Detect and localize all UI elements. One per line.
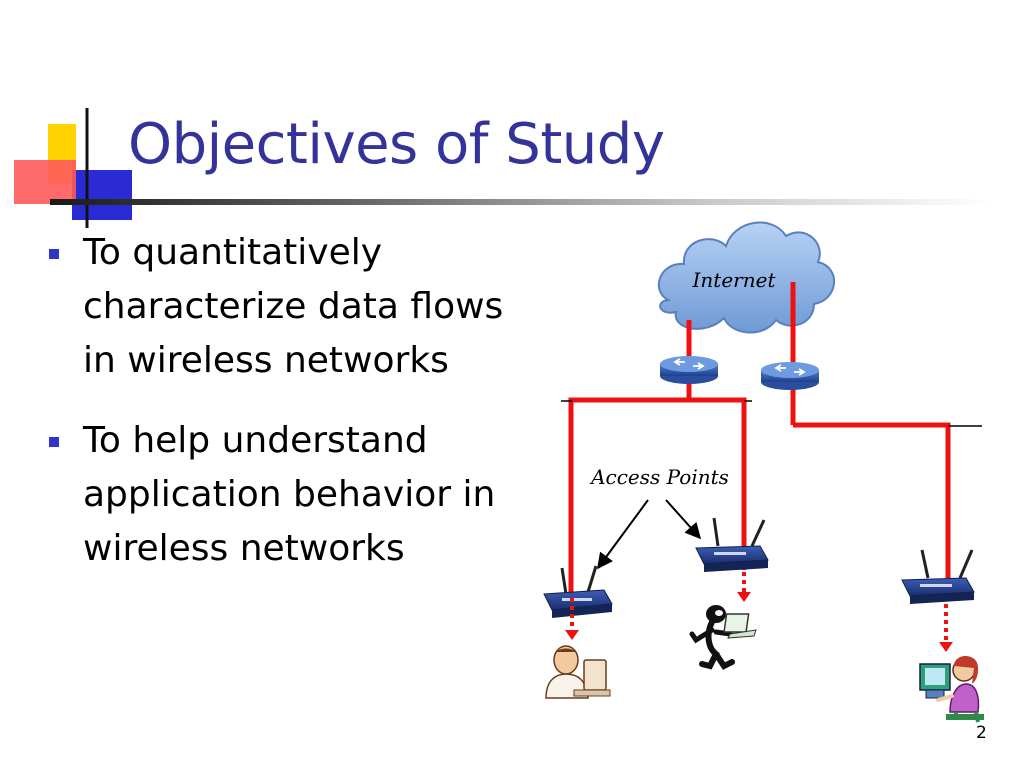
bullet-item: To quantitatively characterize data flow… — [40, 226, 560, 388]
access-point-arrow — [665, 499, 702, 540]
page-number: 2 — [976, 723, 987, 743]
wireless-links — [570, 572, 948, 642]
router-icon — [660, 356, 718, 384]
segment-lines — [561, 400, 982, 427]
user-at-desk-icon — [545, 645, 611, 699]
title-rule — [50, 199, 990, 205]
router-icon — [761, 362, 819, 390]
wireless-arrowhead — [939, 642, 953, 652]
mobile-user-icon — [689, 605, 757, 670]
bullet-text-line: characterize data flows — [83, 286, 504, 327]
wireless-router-icon — [695, 517, 769, 572]
internet-label: Internet — [692, 268, 777, 292]
network-wires — [568, 282, 951, 594]
bullet-text-line: To quantitatively — [83, 232, 383, 273]
bullet-item: To help understand application behavior … — [40, 414, 560, 576]
access-point-arrow — [597, 499, 649, 570]
wireless-arrowhead — [737, 592, 751, 602]
bullet-text-line: in wireless networks — [83, 340, 449, 381]
internet-cloud-icon — [657, 221, 835, 334]
user-at-computer-icon — [919, 655, 984, 723]
bullet-text-line: To help understand — [83, 420, 428, 461]
deco-blue-square — [72, 170, 132, 220]
wireless-arrowhead — [565, 630, 579, 640]
deco-red-square — [14, 160, 76, 204]
bullet-text-line: application behavior in — [83, 474, 496, 515]
wireless-router-icon — [543, 565, 613, 618]
slide-title: Objectives of Study — [128, 112, 665, 177]
bullet-square-icon — [49, 249, 59, 259]
wire-right-bus — [793, 422, 951, 578]
wireless-router-icon — [901, 549, 975, 604]
bullet-square-icon — [49, 437, 59, 447]
bullet-text-line: wireless networks — [83, 528, 405, 569]
access-points-label: Access Points — [589, 465, 729, 489]
bullet-list: To quantitatively characterize data flow… — [40, 226, 560, 602]
wire-left-bus — [568, 397, 747, 594]
